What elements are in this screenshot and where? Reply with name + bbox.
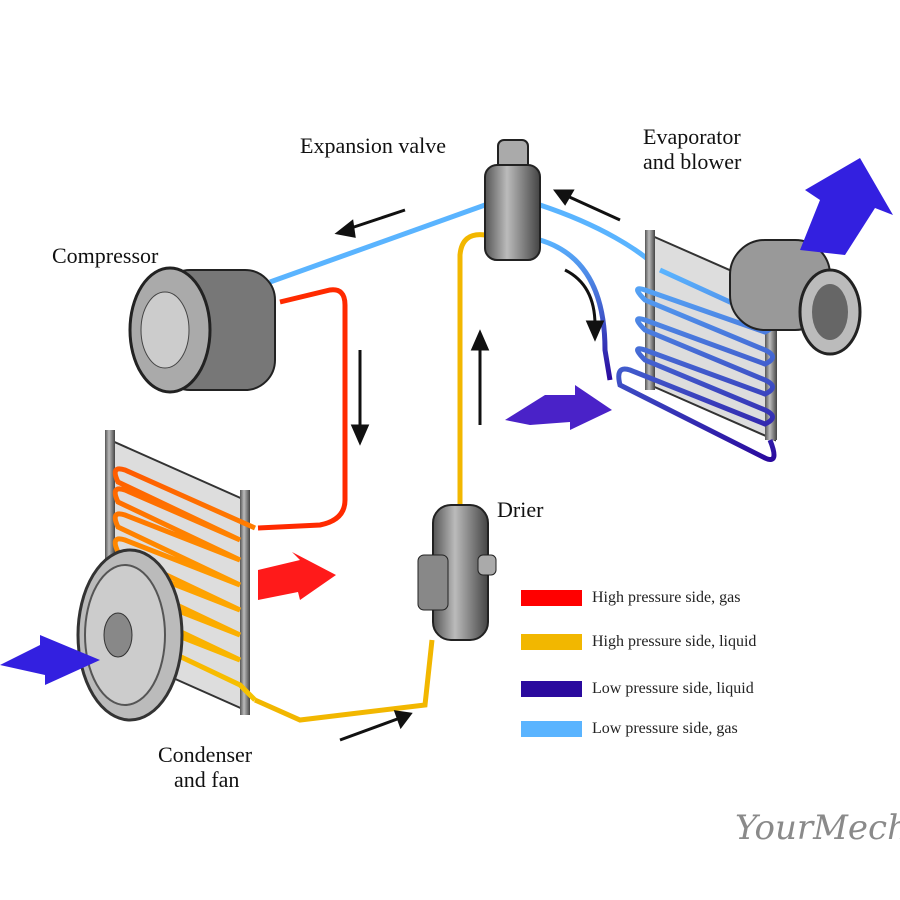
legend-label: High pressure side, gas <box>592 589 741 606</box>
label-expansion-valve: Expansion valve <box>300 133 447 158</box>
airflow-arrow-blue-left <box>0 635 100 685</box>
low-pressure-liquid-line <box>539 237 613 381</box>
compressor <box>128 266 276 394</box>
label-evaporator-line2: and blower <box>643 149 742 174</box>
legend-item: High pressure side, gas <box>521 589 740 607</box>
expansion-valve <box>484 139 541 261</box>
legend-swatch-dark-blue <box>521 681 582 697</box>
legend-label: Low pressure side, gas <box>592 720 738 737</box>
high-pressure-gas-line <box>257 287 348 531</box>
legend-label: High pressure side, liquid <box>592 633 757 650</box>
drier <box>417 504 497 641</box>
legend-label: Low pressure side, liquid <box>592 680 754 697</box>
high-pressure-liquid-line-2 <box>457 232 486 505</box>
airflow-arrow-purple <box>505 385 612 430</box>
label-drier: Drier <box>497 497 544 522</box>
fan <box>76 548 184 722</box>
label-evaporator-line1: Evaporator <box>643 124 741 149</box>
legend-swatch-red <box>521 590 582 606</box>
watermark-logo: YourMechanic <box>735 808 900 848</box>
legend-swatch-light-blue <box>521 721 582 737</box>
legend-item: High pressure side, liquid <box>521 633 756 651</box>
label-compressor: Compressor <box>52 243 159 268</box>
high-pressure-liquid-line-1 <box>253 639 435 723</box>
airflow-arrow-blue-top <box>800 158 893 255</box>
airflow-arrow-red <box>258 552 336 600</box>
blower <box>729 239 862 356</box>
legend-swatch-yellow <box>521 634 582 650</box>
label-condenser-line2: and fan <box>174 767 240 792</box>
legend-item: Low pressure side, liquid <box>521 680 754 698</box>
label-condenser-line1: Condenser <box>158 742 253 767</box>
flow-arrows <box>334 189 621 742</box>
legend-item: Low pressure side, gas <box>521 720 738 738</box>
